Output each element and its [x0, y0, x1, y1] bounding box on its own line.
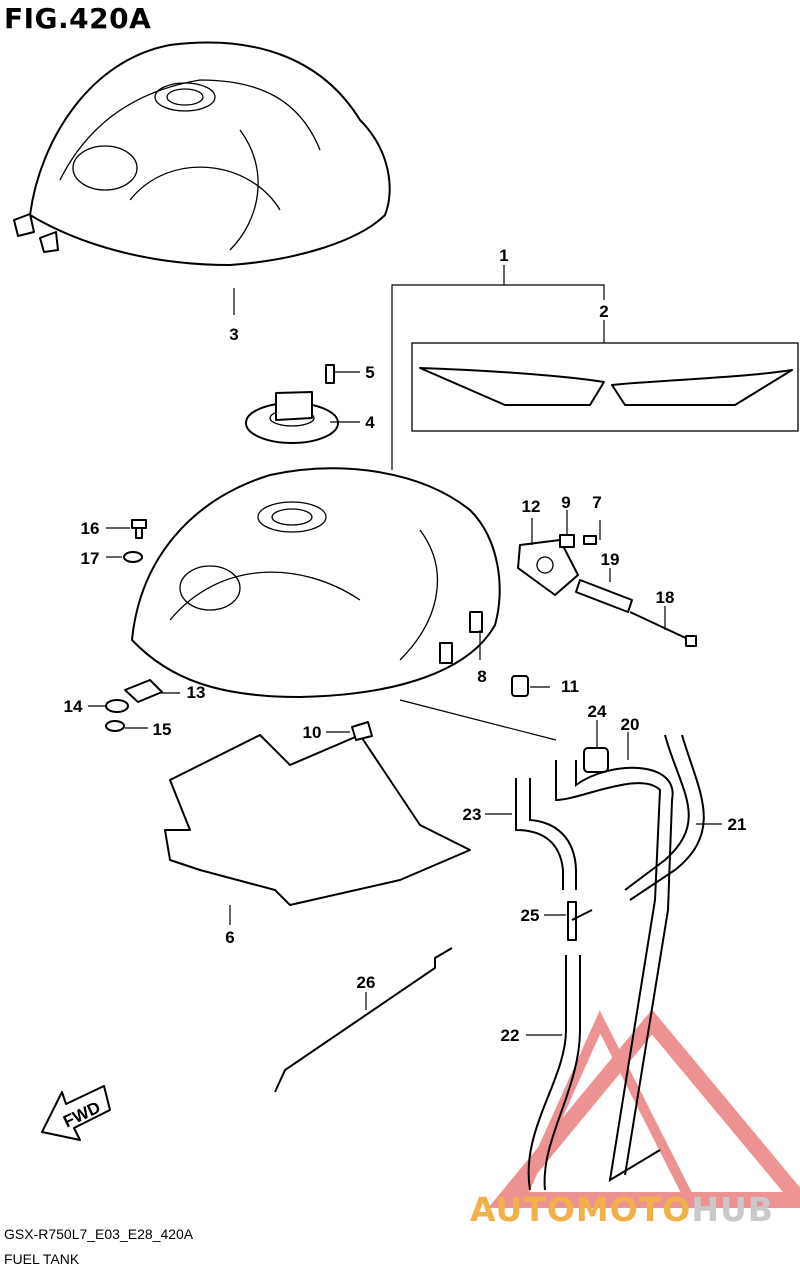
cushion-11 [511, 675, 550, 697]
callout-22: 22 [501, 1026, 520, 1045]
callout-7: 7 [592, 493, 601, 512]
callout-labels: 1 2 3 4 5 6 7 8 9 10 11 12 13 14 15 16 1… [64, 246, 747, 1045]
hose-23 [515, 778, 577, 890]
rod-26 [274, 947, 453, 1093]
tank-gasket [164, 734, 471, 925]
watermark-text-b: HUB [691, 1190, 774, 1229]
callout-26: 26 [357, 973, 376, 992]
cushion-24 [583, 747, 609, 773]
bracket-12 [517, 539, 579, 596]
cushion-14 [88, 699, 129, 713]
callout-6: 6 [225, 928, 234, 947]
callout-24: 24 [588, 702, 607, 721]
callout-2: 2 [599, 302, 608, 321]
washer-17 [106, 551, 143, 563]
bolt-9 [559, 534, 575, 548]
tank-pad-left [419, 367, 605, 406]
watermark-logo [488, 1009, 800, 1208]
watermark-text-a: AUTOMOTO [470, 1190, 692, 1229]
callout-25: 25 [521, 906, 540, 925]
figure-title: FIG.420A [4, 2, 152, 35]
leader-lines [233, 288, 722, 825]
callout-10: 10 [303, 723, 322, 742]
joint-25 [544, 901, 593, 941]
callout-18: 18 [656, 588, 675, 607]
cap-bolt [325, 364, 360, 384]
collar-19 [575, 579, 633, 613]
watermark-text: AUTOMOTOHUB [470, 1190, 774, 1229]
callout-9: 9 [561, 493, 570, 512]
figure-name: FUEL TANK [4, 1251, 80, 1267]
callout-15: 15 [153, 720, 172, 739]
bolt-7 [583, 535, 597, 545]
bolt-16 [106, 519, 147, 539]
callout-4: 4 [365, 413, 375, 432]
callout-12: 12 [522, 497, 541, 516]
tank-pad-set-bracket [391, 265, 799, 470]
callout-16: 16 [81, 519, 100, 538]
hose-21 [624, 734, 705, 901]
hose-22 [526, 955, 581, 1191]
callout-11: 11 [561, 677, 579, 696]
callout-5: 5 [365, 363, 374, 382]
callout-17: 17 [81, 549, 100, 568]
fuel-cap [245, 391, 360, 444]
forward-arrow-icon: FWD [41, 1085, 111, 1141]
callout-1: 1 [499, 246, 508, 265]
tank-pad-right [611, 369, 793, 406]
bolt-18 [629, 611, 697, 647]
callout-20: 20 [621, 715, 640, 734]
collar-15 [105, 720, 148, 732]
fuel-tank-cover [13, 41, 391, 266]
fuel-tank [131, 467, 501, 698]
clip-10 [326, 721, 373, 741]
bracket-13 [124, 679, 180, 703]
hose-20 [555, 760, 674, 1182]
figure-code: GSX-R750L7_E03_E28_420A [4, 1226, 194, 1242]
callout-8: 8 [477, 667, 486, 686]
callout-13: 13 [187, 683, 206, 702]
callout-3: 3 [229, 325, 238, 344]
callout-21: 21 [728, 815, 747, 834]
callout-14: 14 [64, 697, 83, 716]
callout-23: 23 [463, 805, 482, 824]
callout-19: 19 [601, 550, 620, 569]
